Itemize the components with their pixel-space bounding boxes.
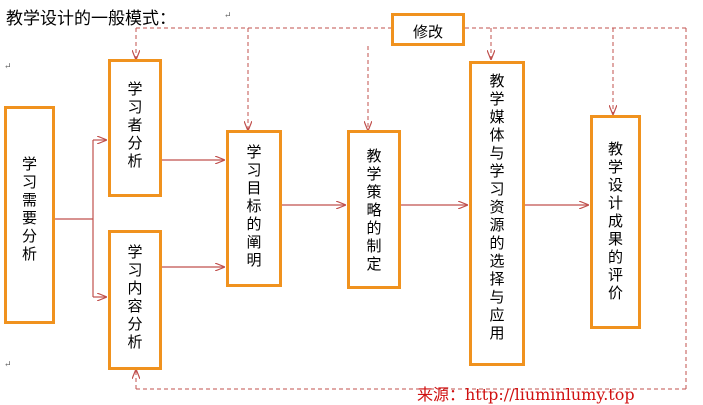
box-char: 习 (127, 261, 143, 279)
source-credit: 来源：http://liuminlumy.top (417, 385, 635, 404)
box-char: 的 (607, 248, 623, 266)
revise-box: 修改 (391, 13, 465, 46)
box-char: 学 (366, 165, 382, 183)
box-char: 分 (127, 134, 143, 152)
box-objectives-text: 学习目标的阐明 (229, 143, 279, 269)
box-learner-analysis-text: 学习者分析 (111, 80, 159, 170)
box-char: 习 (127, 98, 143, 116)
box-char: 价 (607, 284, 623, 302)
paragraph-mark: ↵ (4, 360, 12, 370)
box-char: 阐 (246, 233, 262, 251)
box-char: 教 (489, 72, 505, 90)
box-char: 学 (607, 158, 623, 176)
box-learner-analysis: 学习者分析 (108, 59, 162, 197)
box-char: 设 (607, 176, 623, 194)
box-char: 策 (366, 183, 382, 201)
box-char: 明 (246, 251, 262, 269)
box-char: 学 (489, 162, 505, 180)
box-char: 应 (489, 306, 505, 324)
box-content-analysis-text: 学习内容分析 (111, 243, 159, 351)
box-char: 果 (607, 230, 623, 248)
page-title: 教学设计的一般模式： (6, 9, 176, 29)
box-char: 目 (246, 179, 262, 197)
box-char: 容 (127, 297, 143, 315)
box-char: 择 (489, 270, 505, 288)
box-char: 需 (21, 191, 37, 209)
box-char: 媒 (489, 108, 505, 126)
box-char: 学 (21, 155, 37, 173)
box-char: 与 (489, 144, 505, 162)
box-char: 教 (366, 147, 382, 165)
box-char: 分 (127, 315, 143, 333)
box-char: 要 (21, 209, 37, 227)
box-media-resources: 教学媒体与学习资源的选择与应用 (469, 61, 525, 366)
box-char: 习 (21, 173, 37, 191)
box-char: 计 (607, 194, 623, 212)
box-char: 标 (246, 197, 262, 215)
box-strategy-text: 教学策略的制定 (350, 147, 398, 273)
box-char: 与 (489, 288, 505, 306)
box-evaluation-text: 教学设计成果的评价 (593, 140, 638, 302)
box-objectives: 学习目标的阐明 (226, 130, 282, 287)
box-char: 成 (607, 212, 623, 230)
box-char: 者 (127, 116, 143, 134)
box-char: 定 (366, 255, 382, 273)
box-char: 的 (246, 215, 262, 233)
box-needs-analysis: 学习需要分析 (4, 106, 55, 324)
paragraph-mark: ↵ (4, 62, 12, 72)
box-char: 析 (21, 245, 37, 263)
box-char: 制 (366, 237, 382, 255)
box-char: 习 (246, 161, 262, 179)
box-char: 评 (607, 266, 623, 284)
box-char: 内 (127, 279, 143, 297)
box-char: 的 (489, 234, 505, 252)
box-evaluation: 教学设计成果的评价 (590, 115, 641, 329)
box-char: 体 (489, 126, 505, 144)
box-strategy: 教学策略的制定 (347, 130, 401, 289)
box-media-resources-text: 教学媒体与学习资源的选择与应用 (472, 72, 522, 342)
paragraph-mark: ↵ (224, 11, 232, 21)
box-char: 的 (366, 219, 382, 237)
box-char: 源 (489, 216, 505, 234)
box-char: 学 (127, 80, 143, 98)
revise-label: 修改 (412, 23, 443, 41)
box-char: 用 (489, 324, 505, 342)
box-char: 选 (489, 252, 505, 270)
box-char: 学 (127, 243, 143, 261)
box-char: 略 (366, 201, 382, 219)
box-char: 分 (21, 227, 37, 245)
box-char: 习 (489, 180, 505, 198)
box-char: 学 (489, 90, 505, 108)
box-char: 学 (246, 143, 262, 161)
box-char: 资 (489, 198, 505, 216)
box-char: 析 (127, 333, 143, 351)
box-char: 析 (127, 152, 143, 170)
box-content-analysis: 学习内容分析 (108, 230, 162, 370)
box-needs-analysis-text: 学习需要分析 (7, 155, 52, 263)
box-char: 教 (607, 140, 623, 158)
